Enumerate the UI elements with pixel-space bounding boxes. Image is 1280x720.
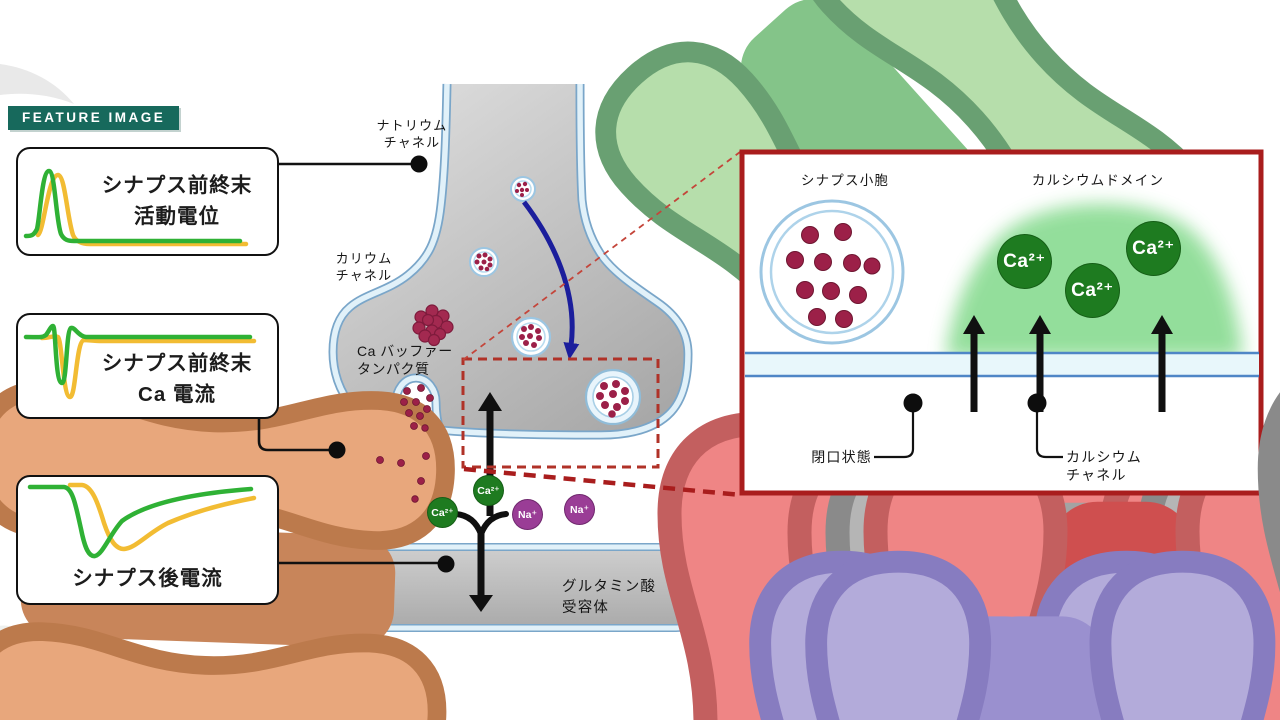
- calcium-influx-arrow: [478, 392, 502, 516]
- panel-ca-current: シナプス前終末 Ca 電流: [16, 313, 279, 419]
- calcium-ion: Ca²⁺: [427, 497, 458, 528]
- glutamate-receptor-label: グルタミン酸 受容体: [562, 579, 657, 616]
- panel-connectors: [257, 162, 438, 565]
- connector-dots: [328, 155, 455, 573]
- closed-state-label: 閉口状態: [811, 449, 872, 465]
- inset-membrane: [745, 351, 1259, 378]
- inset-influx-arrows: [963, 315, 1173, 412]
- calcium-ion-inset: Ca²⁺: [1126, 221, 1181, 276]
- neurotransmitter-dots: [376, 384, 434, 503]
- inset-synaptic-vesicle: [759, 199, 905, 345]
- vesicle: [469, 247, 499, 277]
- sodium-ion: Na⁺: [512, 499, 543, 530]
- synaptic-vesicle-label: シナプス小胞: [800, 173, 890, 188]
- vesicle: [510, 316, 552, 358]
- feature-image-banner: FEATURE IMAGE: [8, 106, 180, 130]
- potassium-channel-label: カリウム チャネル: [335, 251, 393, 283]
- decorative-swoosh: [0, 64, 74, 104]
- zoom-dashed-rect: [461, 357, 660, 469]
- vesicle: [510, 176, 536, 202]
- panel-title: シナプス前終末 活動電位: [101, 174, 253, 228]
- banner-label: FEATURE IMAGE: [22, 110, 166, 125]
- panel-postsynaptic-current: シナプス後電流: [16, 475, 279, 605]
- calcium-channel-label: カルシウム チャネル: [1066, 449, 1142, 484]
- panel-action-potential: シナプス前終末 活動電位: [16, 147, 279, 256]
- docked-vesicle: [584, 368, 642, 426]
- calcium-ion-inset: Ca²⁺: [997, 234, 1052, 289]
- ca-current-waveform: [23, 323, 257, 400]
- ca-buffer-label: Ca バッファー タンパク質: [357, 343, 453, 377]
- inset-label-connectors: [874, 393, 1063, 459]
- zoom-projection-line-bottom: [463, 466, 742, 498]
- synaptic-vesicles: [469, 176, 642, 426]
- ion-influx-arrow: [453, 511, 509, 612]
- action-potential-waveform: [23, 168, 249, 247]
- zoom-projection-line-top: [462, 151, 741, 361]
- calcium-domain-label: カルシウムドメイン: [1031, 173, 1165, 188]
- postsynaptic-current-waveform: [27, 482, 257, 559]
- calcium-ion-inset: Ca²⁺: [1065, 263, 1120, 318]
- panel-title: シナプス前終末 Ca 電流: [101, 352, 253, 406]
- calcium-ion: Ca²⁺: [473, 475, 504, 506]
- sodium-channel-label: ナトリウム チャネル: [376, 118, 448, 150]
- panel-title: シナプス後電流: [72, 567, 223, 591]
- sodium-ion: Na⁺: [564, 494, 595, 525]
- presynaptic-terminal: [328, 83, 693, 440]
- ca-buffer-protein: [412, 304, 454, 347]
- vesicle-trafficking-arrow: [522, 200, 580, 360]
